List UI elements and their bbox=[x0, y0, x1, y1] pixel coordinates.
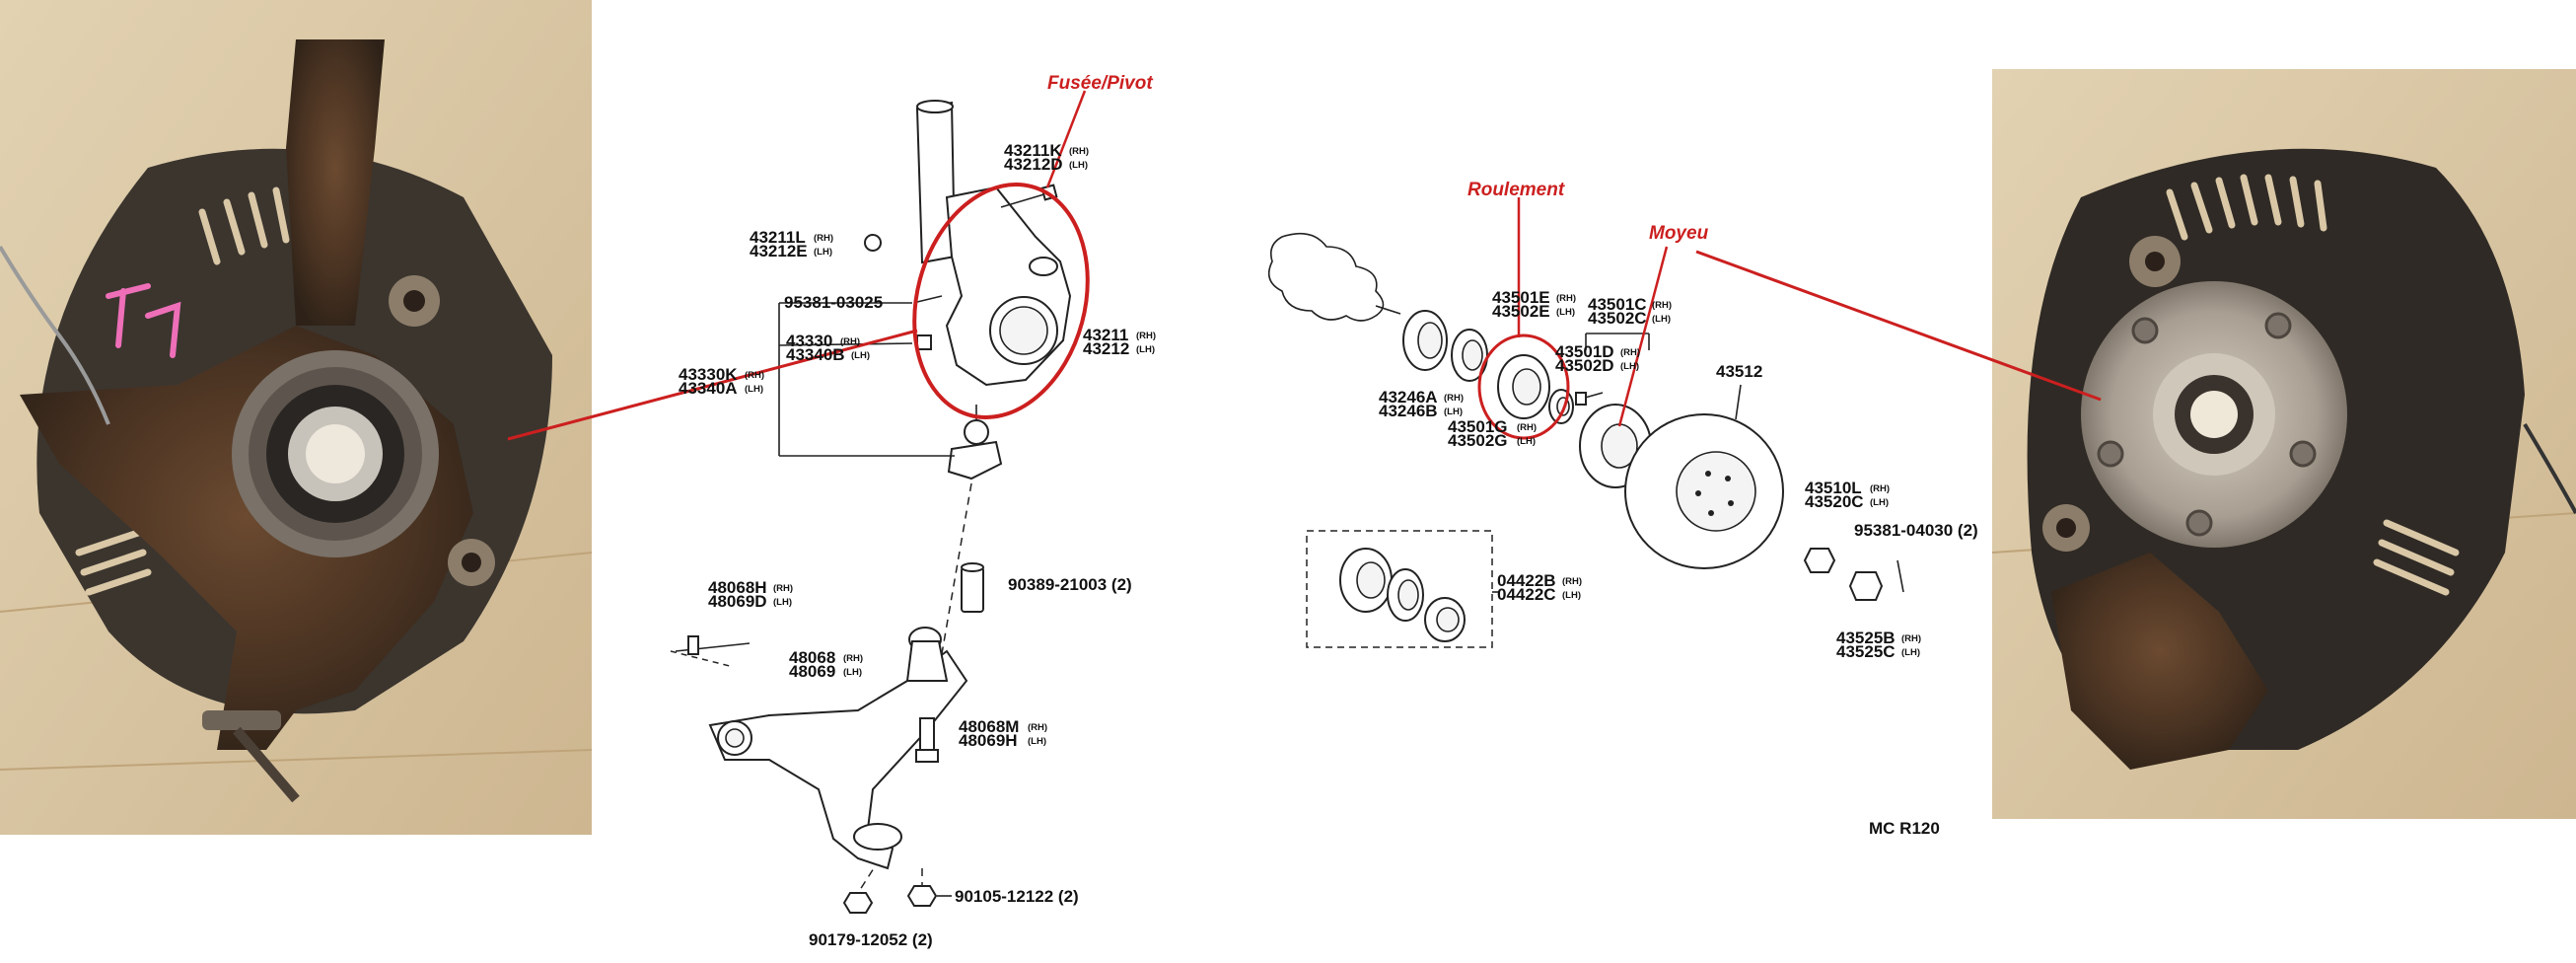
part-label-43502E: 43502E bbox=[1492, 302, 1550, 321]
side-rh-label: (RH) bbox=[1136, 331, 1156, 341]
right-photo bbox=[1991, 69, 2576, 819]
part-label-43525B: 43525B bbox=[1836, 629, 1896, 647]
side-lh-label: (LH) bbox=[1901, 647, 1920, 658]
part-label-43211K: 43211K bbox=[1004, 141, 1062, 160]
part-label-90389-21003: 90389-21003 (2) bbox=[1008, 575, 1132, 594]
part-label-90179-12052: 90179-12052 (2) bbox=[809, 930, 933, 949]
part-label-48068H: 48068H bbox=[708, 578, 767, 597]
side-lh-label: (LH) bbox=[843, 667, 862, 678]
side-rh-label: (RH) bbox=[1870, 483, 1890, 494]
part-label-43330: 43330 bbox=[786, 332, 832, 350]
part-label-48069D: 48069D bbox=[708, 592, 767, 611]
part-label-04422C: 04422C bbox=[1497, 585, 1556, 604]
left-photo bbox=[0, 0, 593, 835]
part-label-43246B: 43246B bbox=[1379, 402, 1438, 420]
part-label-48068: 48068 bbox=[789, 648, 835, 667]
part-label-48068M: 48068M bbox=[959, 717, 1019, 736]
moyeu-leader-line bbox=[1617, 246, 1669, 427]
side-rh-label: (RH) bbox=[1028, 722, 1047, 733]
side-rh-label: (RH) bbox=[773, 583, 793, 594]
side-rh-label: (RH) bbox=[814, 233, 833, 244]
part-label-43525C: 43525C bbox=[1836, 642, 1896, 661]
part-label-43340B: 43340B bbox=[786, 345, 845, 364]
side-lh-label: (LH) bbox=[851, 350, 870, 361]
fusee-highlight-ellipse bbox=[912, 183, 1090, 419]
right-part-labels: 43501E (RH) 43502E (LH) 43501C (RH) 4350… bbox=[1379, 288, 1978, 838]
side-lh-label: (LH) bbox=[1556, 307, 1575, 318]
part-label-43212D: 43212D bbox=[1004, 155, 1063, 174]
part-label-43502C: 43502C bbox=[1588, 309, 1647, 328]
part-label-95381-03025: 95381-03025 bbox=[784, 293, 883, 312]
part-label-43512: 43512 bbox=[1716, 362, 1762, 381]
side-rh-label: (RH) bbox=[1901, 633, 1921, 644]
part-label-43501E: 43501E bbox=[1492, 288, 1550, 307]
side-lh-label: (LH) bbox=[1652, 314, 1671, 325]
part-label-43510L: 43510L bbox=[1805, 479, 1862, 497]
left-exploded-diagram bbox=[670, 100, 1072, 914]
side-rh-label: (RH) bbox=[1562, 576, 1582, 587]
side-rh-label: (RH) bbox=[745, 370, 764, 381]
side-lh-label: (LH) bbox=[1562, 590, 1581, 601]
side-lh-label: (LH) bbox=[1444, 407, 1463, 417]
side-lh-label: (LH) bbox=[1870, 497, 1889, 508]
annotation-overlays: Fusée/Pivot Roulement Moyeu bbox=[507, 73, 2102, 441]
part-label-48069: 48069 bbox=[789, 662, 835, 681]
side-lh-label: (LH) bbox=[1517, 436, 1536, 447]
right-exploded-diagram bbox=[1267, 232, 1904, 648]
part-label-43501G: 43501G bbox=[1448, 417, 1508, 436]
roulement-highlight-ellipse bbox=[1477, 333, 1570, 440]
part-label-43520C: 43520C bbox=[1805, 492, 1864, 511]
side-rh-label: (RH) bbox=[1652, 300, 1672, 311]
part-label-43501D: 43501D bbox=[1555, 342, 1614, 361]
part-label-43502D: 43502D bbox=[1555, 356, 1614, 375]
part-label-48069H: 48069H bbox=[959, 731, 1018, 750]
diagram-code-label: MC R120 bbox=[1869, 819, 1940, 838]
part-label-43212E: 43212E bbox=[750, 242, 808, 260]
part-label-95381-04030: 95381-04030 (2) bbox=[1854, 521, 1978, 540]
side-rh-label: (RH) bbox=[1556, 293, 1576, 304]
side-rh-label: (RH) bbox=[1620, 347, 1640, 358]
part-label-43330K: 43330K bbox=[679, 365, 738, 384]
part-label-43502G: 43502G bbox=[1448, 431, 1508, 450]
side-lh-label: (LH) bbox=[1069, 160, 1088, 171]
part-label-43340A: 43340A bbox=[679, 379, 738, 398]
part-label-43211: 43211 bbox=[1083, 326, 1128, 344]
annotation-roulement: Roulement bbox=[1467, 180, 1565, 200]
side-rh-label: (RH) bbox=[1517, 422, 1537, 433]
annotation-fusee: Fusée/Pivot bbox=[1047, 73, 1153, 94]
left-photo-leader-line bbox=[507, 329, 918, 441]
part-label-43212: 43212 bbox=[1083, 339, 1129, 358]
side-rh-label: (RH) bbox=[840, 336, 860, 347]
side-lh-label: (LH) bbox=[814, 247, 832, 258]
side-rh-label: (RH) bbox=[1444, 393, 1464, 404]
part-label-04422B: 04422B bbox=[1497, 571, 1556, 590]
part-label-43211L: 43211L bbox=[750, 228, 806, 247]
left-part-labels: 43211K (RH) 43212D (LH) 43211L (RH) 4321… bbox=[679, 141, 1156, 949]
part-label-43246A: 43246A bbox=[1379, 388, 1438, 407]
side-lh-label: (LH) bbox=[1028, 736, 1046, 747]
fusee-leader-line bbox=[1045, 90, 1087, 188]
side-lh-label: (LH) bbox=[773, 597, 792, 608]
right-photo-leader-line bbox=[1695, 250, 2102, 402]
side-lh-label: (LH) bbox=[1620, 361, 1639, 372]
part-label-90105-12122: 90105-12122 (2) bbox=[955, 887, 1079, 906]
annotation-moyeu: Moyeu bbox=[1649, 223, 1709, 244]
side-lh-label: (LH) bbox=[1136, 344, 1155, 355]
side-rh-label: (RH) bbox=[1069, 146, 1089, 157]
side-rh-label: (RH) bbox=[843, 653, 863, 664]
part-label-43501C: 43501C bbox=[1588, 295, 1647, 314]
side-lh-label: (LH) bbox=[745, 384, 763, 395]
